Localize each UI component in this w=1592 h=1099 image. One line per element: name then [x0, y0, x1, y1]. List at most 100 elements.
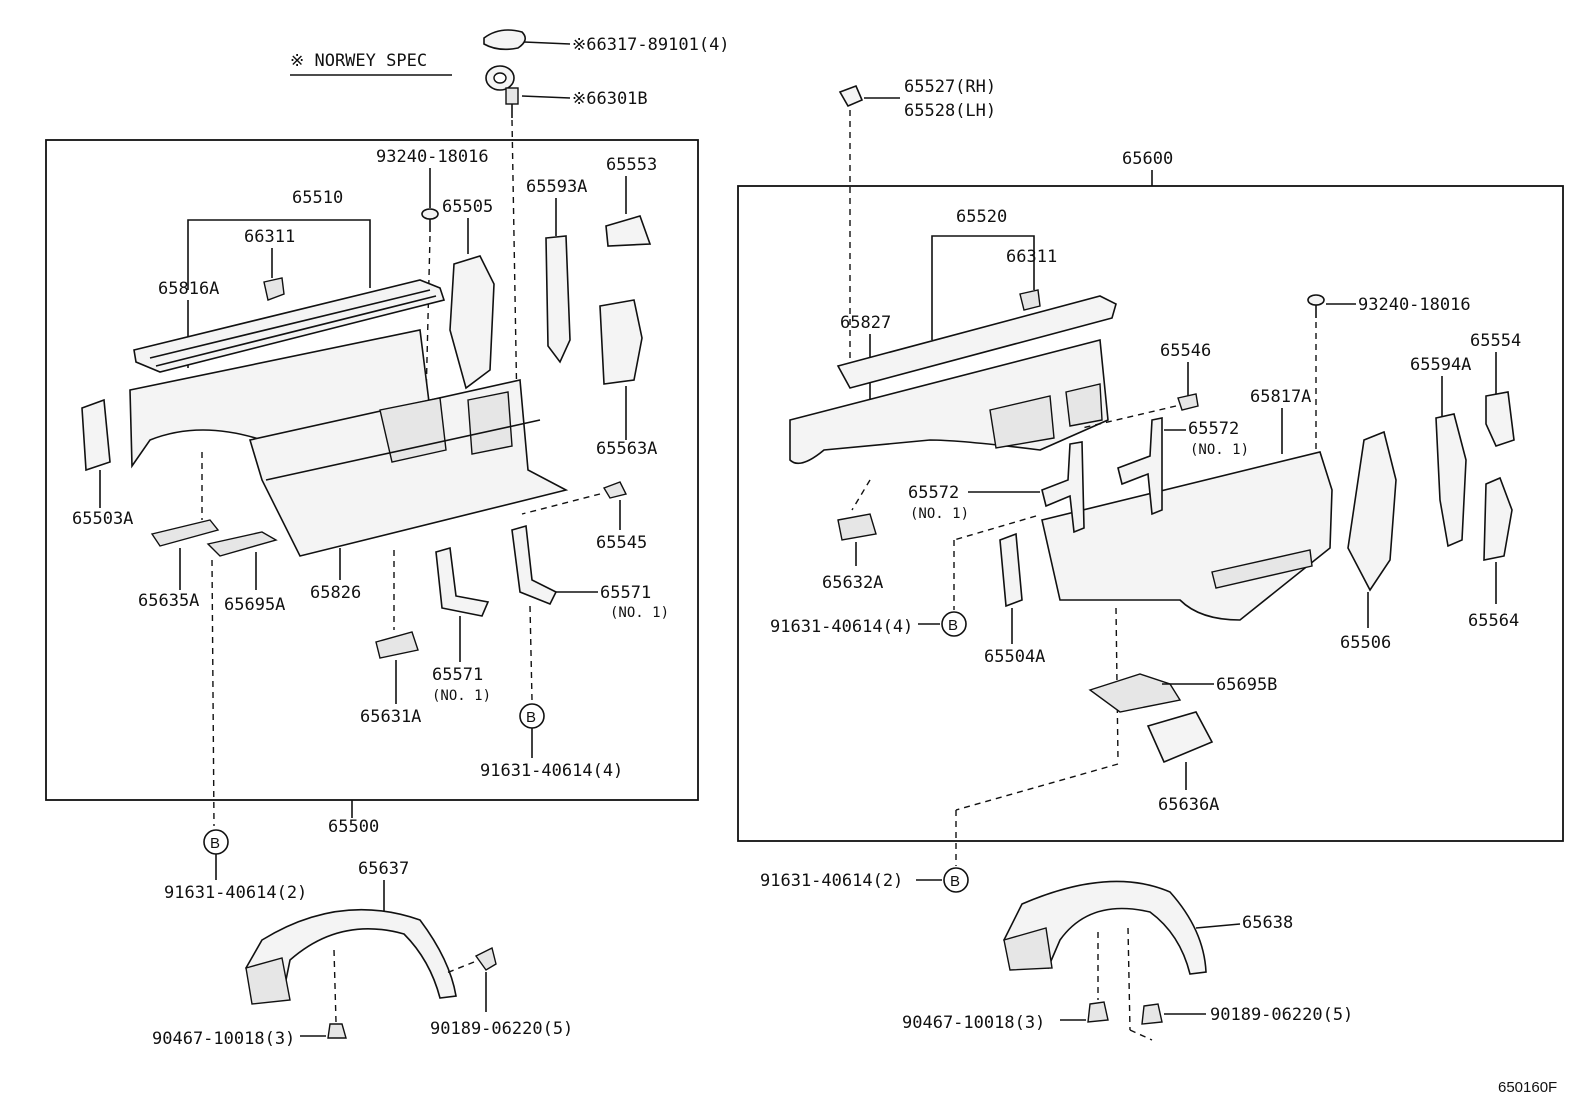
dash-65546 — [1081, 405, 1177, 429]
label-65593a: 65593A — [526, 177, 587, 197]
label-65695b: 65695B — [1216, 675, 1277, 695]
label-90467-left: 90467-10018(3) — [152, 1029, 295, 1049]
part-65564 — [1483, 476, 1513, 561]
part-65546 — [1177, 393, 1199, 411]
label-65545: 65545 — [596, 533, 647, 553]
bracket-65510 — [187, 219, 371, 290]
part-65553 — [605, 215, 652, 247]
part-66311-clip-left — [263, 277, 285, 301]
label-65631a: 65631A — [360, 707, 421, 727]
dash-93240-left — [425, 235, 431, 401]
label-65553: 65553 — [606, 155, 657, 175]
dash-90189-left — [443, 961, 475, 975]
dash-right-center — [1115, 607, 1119, 761]
right-assembly-frame — [737, 185, 1564, 842]
label-93240-right: 93240-18016 — [1358, 295, 1471, 315]
ref-b-right-1 — [941, 611, 967, 637]
part-65817a-outer-panel — [1041, 451, 1333, 621]
label-65572-bottom: 65572 — [908, 483, 959, 503]
part-65594a — [1435, 413, 1467, 548]
part-65505 — [449, 255, 495, 390]
label-65635a: 65635A — [138, 591, 199, 611]
label-91631-right-4: 91631-40614(4) — [770, 617, 913, 637]
label-no1-left: (NO. 1) — [432, 688, 491, 704]
label-65636a: 65636A — [1158, 795, 1219, 815]
label-65600: 65600 — [1122, 149, 1173, 169]
dash-90467-left — [333, 949, 337, 1023]
label-65528: 65528(LH) — [904, 101, 996, 121]
label-65826: 65826 — [310, 583, 361, 603]
dash-ref-b-right-2 — [955, 763, 1119, 811]
part-65638-wheelhouse — [1002, 880, 1207, 975]
norway-spec-note: ※ NORWEY SPEC — [290, 51, 427, 71]
dash-65545 — [521, 493, 601, 515]
part-90189-clip-right — [1141, 1003, 1163, 1025]
label-65817a: 65817A — [1250, 387, 1311, 407]
part-90189-clip-left — [474, 946, 497, 971]
label-no1-right: (NO. 1) — [610, 605, 669, 621]
part-90467-clip-left — [327, 1023, 347, 1039]
ref-b-right-2 — [943, 867, 969, 893]
part-93240-bolt-right — [1307, 294, 1325, 306]
left-assembly-frame — [45, 139, 699, 801]
label-93240-left: 93240-18016 — [376, 147, 489, 167]
label-65638: 65638 — [1242, 913, 1293, 933]
label-66301b: ※66301B — [572, 89, 648, 109]
label-65563a: 65563A — [596, 439, 657, 459]
part-66301b-tiedown — [485, 65, 519, 118]
label-65571-right: 65571 — [600, 583, 651, 603]
part-65695b — [1088, 673, 1182, 713]
label-65504a: 65504A — [984, 647, 1045, 667]
label-90189-right: 90189-06220(5) — [1210, 1005, 1353, 1025]
ref-b-right-1-text: B — [948, 617, 958, 634]
part-65563a — [599, 299, 643, 385]
figure-code: 650160F — [1498, 1079, 1557, 1096]
part-65572-top — [1117, 417, 1163, 516]
bracket-65520 — [931, 235, 1035, 340]
part-65636a — [1146, 711, 1214, 764]
label-65632a: 65632A — [822, 573, 883, 593]
label-66311-left: 66311 — [244, 227, 295, 247]
dash-90189-right-b — [1129, 1029, 1153, 1041]
label-65510: 65510 — [292, 188, 343, 208]
part-66311-clip-right — [1019, 289, 1041, 311]
part-65593a — [545, 235, 571, 364]
dash-ref-b-right-1 — [953, 515, 1037, 541]
label-65695a: 65695A — [224, 595, 285, 615]
label-91631-right-2: 91631-40614(2) — [760, 871, 903, 891]
part-65572-bottom — [1041, 441, 1085, 534]
part-65571-right — [511, 524, 558, 606]
label-65827: 65827 — [840, 313, 891, 333]
label-65637: 65637 — [358, 859, 409, 879]
part-65827-rail — [836, 295, 1117, 389]
part-90467-clip-right — [1087, 1001, 1109, 1023]
part-65571-left — [435, 546, 490, 617]
label-90189-left: 90189-06220(5) — [430, 1019, 573, 1039]
part-65554 — [1485, 391, 1515, 447]
ref-b-left-1-text: B — [526, 709, 536, 726]
part-65817a-recess — [1211, 549, 1313, 589]
ref-b-right-2-text: B — [950, 873, 960, 890]
leader-66301b — [521, 95, 571, 99]
label-65500: 65500 — [328, 817, 379, 837]
dash-65571-right — [529, 605, 533, 701]
label-65816a: 65816A — [158, 279, 219, 299]
part-65632a — [837, 513, 877, 541]
part-65527-cap — [838, 84, 864, 108]
label-91631-left-4: 91631-40614(4) — [480, 761, 623, 781]
part-65631a — [375, 631, 419, 659]
part-93240-bolt-left — [421, 208, 439, 232]
label-91631-left-2: 91631-40614(2) — [164, 883, 307, 903]
label-65572-top: 65572 — [1188, 419, 1239, 439]
label-66311-right: 66311 — [1006, 247, 1057, 267]
part-right-window-b — [1065, 383, 1103, 427]
part-65635a — [150, 519, 220, 547]
part-65503a — [81, 398, 111, 472]
part-left-window-b — [467, 391, 513, 455]
label-65503a: 65503A — [72, 509, 133, 529]
label-65564: 65564 — [1468, 611, 1519, 631]
label-65594a: 65594A — [1410, 355, 1471, 375]
ref-b-left-2-text: B — [210, 835, 220, 852]
dash-90189-right — [1127, 927, 1131, 1031]
